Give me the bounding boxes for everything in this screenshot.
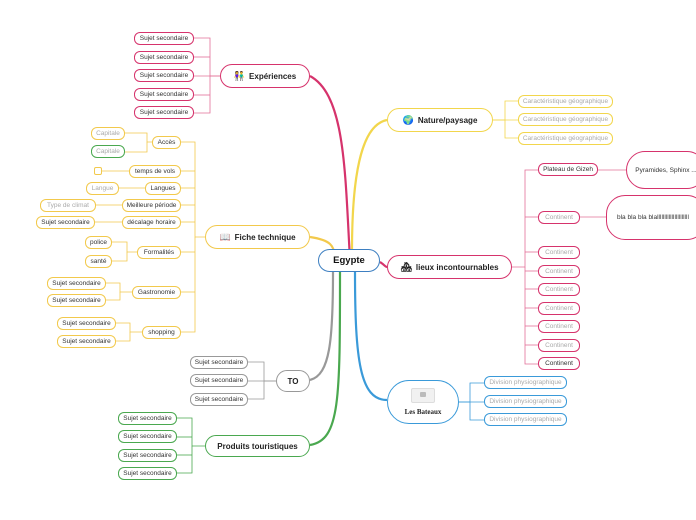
temps-de-vols-node[interactable]: temps de vols <box>129 165 181 178</box>
trunk-bateaux <box>353 271 388 402</box>
to-subtopic[interactable]: Sujet secondaire <box>190 393 248 406</box>
bateaux-subtopic[interactable]: Division physiographique <box>484 376 567 389</box>
lines-bateaux <box>459 382 484 421</box>
shopping-subtopic[interactable]: Sujet secondaire <box>57 317 116 330</box>
continent-node[interactable]: Continent <box>538 283 580 296</box>
decalage-subtopic[interactable]: Sujet secondaire <box>36 216 95 229</box>
lines-experiences <box>194 37 220 114</box>
to-subtopic[interactable]: Sujet secondaire <box>190 356 248 369</box>
experiences-subtopic[interactable]: Sujet secondaire <box>134 32 194 45</box>
landmark-icon: 🏘 <box>400 261 412 272</box>
produits-subtopic[interactable]: Sujet secondaire <box>118 430 177 443</box>
continent-node[interactable]: Continent <box>538 339 580 352</box>
experiences-subtopic[interactable]: Sujet secondaire <box>134 106 194 119</box>
branch-nature-paysage[interactable]: 🌍Nature/paysage <box>387 108 493 132</box>
experiences-subtopic[interactable]: Sujet secondaire <box>134 88 194 101</box>
lines-produits <box>177 417 205 474</box>
langue-subtopic[interactable]: Langue <box>86 182 119 195</box>
branch-to[interactable]: TO <box>276 370 310 392</box>
continent-node[interactable]: Continent <box>538 357 580 370</box>
produits-subtopic[interactable]: Sujet secondaire <box>118 467 177 480</box>
trunk-nature <box>350 118 388 251</box>
formalites-node[interactable]: Formalités <box>137 246 181 259</box>
trunk-produits <box>309 271 342 447</box>
gastronomie-subtopic[interactable]: Sujet secondaire <box>47 294 106 307</box>
bateaux-subtopic[interactable]: Division physiographique <box>484 413 567 426</box>
continent-node[interactable]: Continent <box>538 265 580 278</box>
continent-node[interactable]: Continent <box>538 320 580 333</box>
empty-topic[interactable] <box>94 167 102 175</box>
experiences-subtopic[interactable]: Sujet secondaire <box>134 51 194 64</box>
book-icon: 📖 <box>219 231 231 242</box>
nature-subtopic[interactable]: Caractéristique géographique <box>518 113 613 126</box>
acces-capitale[interactable]: Capitale <box>91 127 125 140</box>
trunk-to <box>309 271 335 382</box>
continent-node[interactable]: Continent <box>538 211 580 224</box>
acces-capitale[interactable]: Capitale <box>91 145 125 158</box>
lines-lieux <box>512 169 626 365</box>
people-icon: 👫 <box>233 70 246 81</box>
gastronomie-node[interactable]: Gastronomie <box>132 286 181 299</box>
plateau-note[interactable]: Pyramides, Sphinx ... <box>626 151 696 189</box>
sante-subtopic[interactable]: santé <box>85 255 112 268</box>
image-icon <box>411 388 435 403</box>
langues-node[interactable]: Langues <box>145 182 181 195</box>
bateaux-subtopic[interactable]: Division physiographique <box>484 395 567 408</box>
produits-subtopic[interactable]: Sujet secondaire <box>118 449 177 462</box>
decalage-horaire-node[interactable]: décalage horaire <box>122 216 181 229</box>
police-subtopic[interactable]: police <box>85 236 112 249</box>
plateau-de-gizeh-node[interactable]: Plateau de Gizeh <box>538 163 598 176</box>
branch-les-bateaux[interactable]: Les Bateaux <box>387 380 459 424</box>
lines-fiche <box>95 132 205 342</box>
gastronomie-subtopic[interactable]: Sujet secondaire <box>47 277 106 290</box>
type-de-climat-subtopic[interactable]: Type de climat <box>40 199 96 212</box>
nature-subtopic[interactable]: Caractéristique géographique <box>518 95 613 108</box>
to-subtopic[interactable]: Sujet secondaire <box>190 374 248 387</box>
branch-produits-touristiques[interactable]: Produits touristiques <box>205 435 310 457</box>
shopping-subtopic[interactable]: Sujet secondaire <box>57 335 116 348</box>
trunk-lieux <box>379 261 388 269</box>
continent-node[interactable]: Continent <box>538 246 580 259</box>
lines-nature <box>493 100 518 139</box>
experiences-subtopic[interactable]: Sujet secondaire <box>134 69 194 82</box>
branch-experiences[interactable]: 👫Expériences <box>220 64 310 88</box>
branch-lieux-incontournables[interactable]: 🏘lieux incontournables <box>387 255 512 279</box>
nature-subtopic[interactable]: Caractéristique géographique <box>518 132 613 145</box>
trunk-experiences <box>309 75 352 261</box>
produits-subtopic[interactable]: Sujet secondaire <box>118 412 177 425</box>
continent-note[interactable]: bla bla bla blallllllllllllllllllllll <box>606 195 696 240</box>
central-topic[interactable]: Egypte <box>318 249 380 272</box>
acces-node[interactable]: Accès <box>152 136 181 149</box>
meilleure-periode-node[interactable]: Meilleure période <box>122 199 181 212</box>
shopping-node[interactable]: shopping <box>142 326 181 339</box>
continent-node[interactable]: Continent <box>538 302 580 315</box>
lines-to <box>248 361 276 400</box>
globe-icon: 🌍 <box>402 114 414 125</box>
branch-fiche-technique[interactable]: 📖Fiche technique <box>205 225 310 249</box>
